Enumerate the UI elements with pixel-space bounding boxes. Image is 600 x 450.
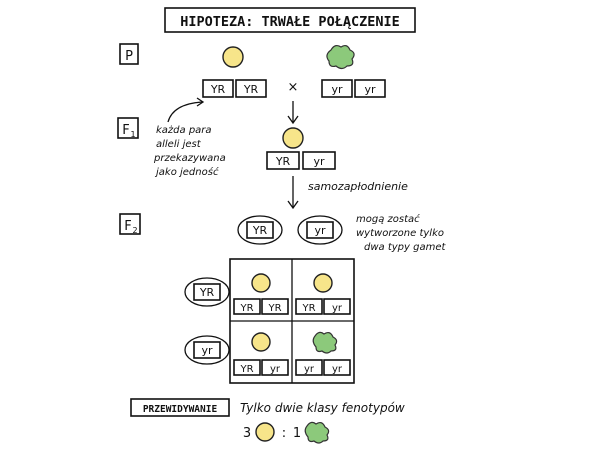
allele-box: YR [275,155,291,168]
allele-box: YR [210,83,226,96]
svg-text:YR: YR [267,303,281,314]
gamete-yr-recessive: yr [297,215,343,245]
svg-text:YR: YR [239,303,253,314]
generation-f2-label: F 2 [119,213,141,235]
generation-f1-label: F 1 [117,117,139,139]
punnett-cell: YR yr [233,332,289,376]
green-wrinkled-seed-icon [326,44,355,70]
parent-left-genotype: YR YR [202,79,267,98]
svg-text:YR: YR [239,364,253,375]
svg-text:przekazywana: przekazywana [153,153,226,164]
title-text: HIPOTEZA: TRWAŁE POŁĄCZENIE [180,14,399,30]
svg-text:yr: yr [304,364,315,375]
svg-text:yr: yr [270,364,281,375]
prediction-text: Tylko dwie klasy fenotypów [240,401,405,415]
phenotype-ratio: 3 : 1 [243,421,330,444]
svg-text:alleli jest: alleli jest [156,139,202,150]
cross-symbol: × [288,80,299,95]
svg-text:wytworzone tylko: wytworzone tylko [356,228,444,239]
allele-box: yr [313,155,325,168]
gametes-note: mogą zostać wytworzone tylko dwa typy ga… [356,213,446,253]
punnett-square [229,258,355,384]
svg-text:YR: YR [199,286,215,299]
svg-text:F: F [122,123,129,138]
punnett-cell: yr yr [295,331,351,376]
svg-text:2: 2 [132,226,137,235]
yellow-round-seed-icon [251,273,271,293]
svg-text:P: P [125,49,133,64]
svg-text:yr: yr [332,303,343,314]
f1-genotype: YR yr [266,151,336,170]
allele-box: YR [243,83,259,96]
svg-text:każda para: każda para [156,125,212,136]
self-fertilization-label: samozapłodnienie [308,180,408,193]
allele-box: yr [364,83,376,96]
row-gamete-dominant: YR [184,277,230,307]
gamete-yr-dominant: YR [237,215,283,245]
punnett-cell: YR YR [233,273,289,315]
svg-text:1: 1 [130,130,135,139]
down-arrow-icon [287,176,299,210]
down-arrow-icon [287,101,299,125]
green-wrinkled-seed-icon [312,331,338,354]
green-wrinkled-seed-icon [304,421,330,444]
svg-text:jako jedność: jako jedność [154,166,219,178]
svg-text:YR: YR [252,224,268,237]
svg-text::: : [282,426,286,441]
curved-arrow-icon [167,101,203,123]
parent-right-genotype: yr yr [321,79,386,98]
allele-box: yr [331,83,343,96]
title-box: HIPOTEZA: TRWAŁE POŁĄCZENIE [164,7,416,33]
svg-text:yr: yr [201,344,213,357]
yellow-round-seed-icon [282,127,304,149]
yellow-round-seed-icon [255,422,275,442]
svg-text:mogą zostać: mogą zostać [356,213,420,225]
svg-text:F: F [124,219,131,234]
punnett-cell: YR yr [295,273,351,315]
yellow-round-seed-icon [222,46,244,68]
yellow-round-seed-icon [251,332,271,352]
svg-text:yr: yr [332,364,343,375]
row-gamete-recessive: yr [184,335,230,365]
svg-text:1: 1 [293,426,301,441]
linked-alleles-note: każda para alleli jest przekazywana jako… [153,125,226,178]
svg-text:PRZEWIDYWANIE: PRZEWIDYWANIE [143,404,218,415]
svg-text:yr: yr [314,224,326,237]
svg-text:YR: YR [301,303,315,314]
svg-text:3: 3 [243,426,251,441]
generation-p-label: P [119,43,139,65]
yellow-round-seed-icon [313,273,333,293]
svg-text:dwa typy gamet: dwa typy gamet [364,242,446,253]
prediction-label-box: PRZEWIDYWANIE [130,398,230,417]
